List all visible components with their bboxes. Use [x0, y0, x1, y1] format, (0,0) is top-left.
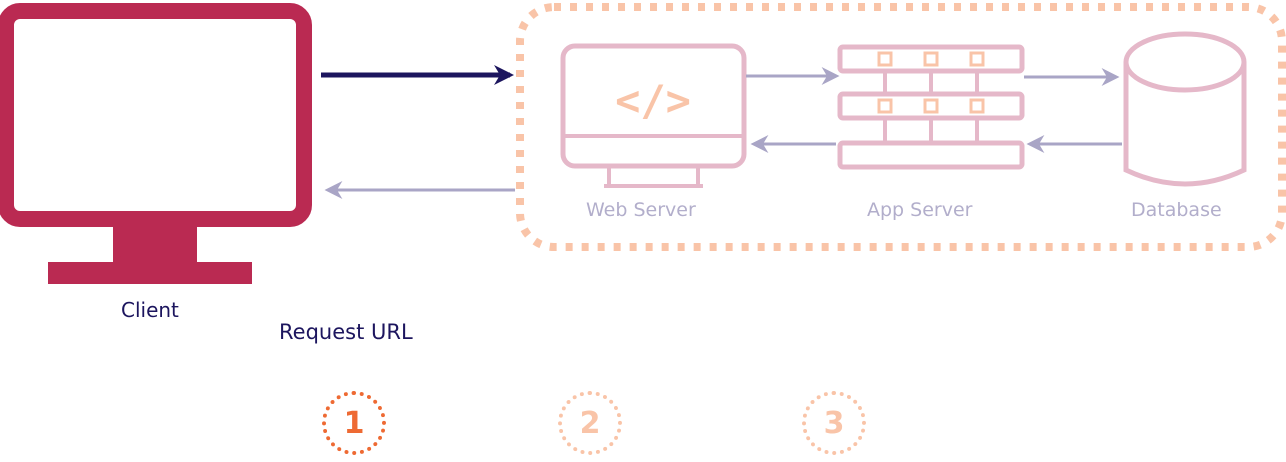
monitor-icon	[0, 3, 312, 284]
backend-boundary	[516, 3, 1286, 251]
server-rack-icon	[837, 44, 1025, 170]
step-1-button[interactable]: 1	[322, 391, 386, 455]
database-cylinder-icon	[1123, 31, 1247, 187]
request-url-label: Request URL	[279, 320, 413, 344]
client-label: Client	[121, 298, 179, 322]
database-label: Database	[1131, 199, 1222, 221]
step-3-button[interactable]: 3	[802, 391, 866, 455]
step-2-button[interactable]: 2	[558, 391, 622, 455]
code-monitor-icon: </>	[560, 43, 747, 188]
app-server-label: App Server	[867, 199, 973, 221]
code-glyph: </>	[615, 76, 691, 125]
web-server-label: Web Server	[586, 199, 696, 221]
